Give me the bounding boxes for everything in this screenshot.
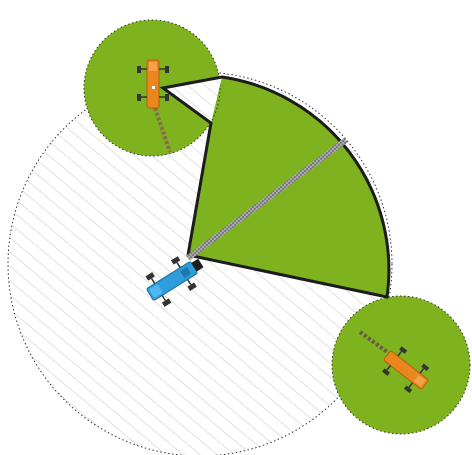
hatched-notch-fill (163, 77, 222, 123)
boom-arm-upper (153, 107, 172, 153)
boom-arm-main (186, 137, 348, 261)
working-sector (163, 77, 389, 297)
boom-arm-lower (358, 330, 400, 362)
machine-blue (145, 256, 204, 307)
tractor-icon (145, 256, 204, 307)
tractor-icon (381, 346, 430, 394)
machine-orange-lower (381, 346, 430, 394)
machine-orange-upper (137, 59, 169, 109)
tractor-icon (137, 59, 169, 109)
